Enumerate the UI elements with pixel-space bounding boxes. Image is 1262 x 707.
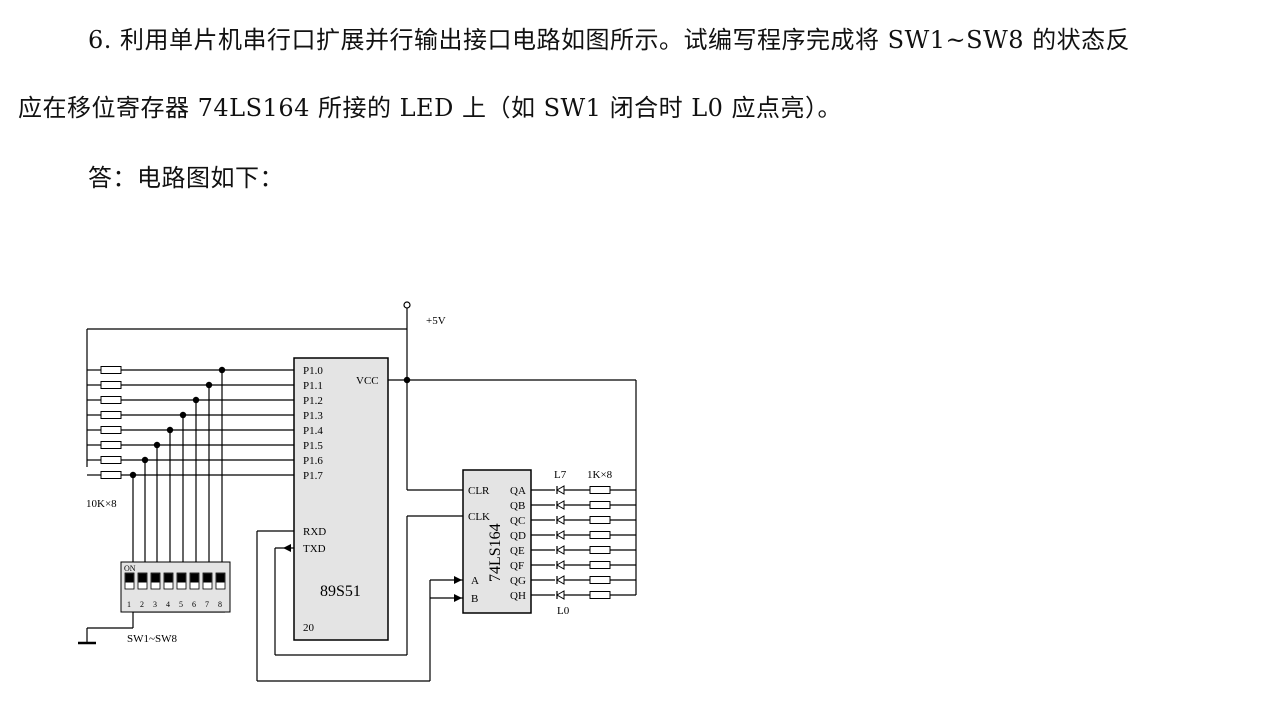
pullup-resistor: [100, 366, 122, 374]
dip-switch-lever: [164, 573, 173, 583]
mcu-port-pin-label: P1.7: [303, 470, 323, 482]
pullup-resistor: [100, 441, 122, 449]
sr-output-label: QD: [510, 530, 526, 542]
led-diode: [555, 590, 565, 600]
led-resistor: [589, 546, 611, 554]
mcu-rxd-label: RXD: [303, 526, 326, 538]
led-resistor: [589, 591, 611, 599]
sr-output-label: QC: [510, 515, 525, 527]
sr-output-label: QE: [510, 545, 525, 557]
dip-switch-lever: [138, 573, 147, 583]
led-resistor: [589, 501, 611, 509]
mcu-txd-label: TXD: [303, 543, 326, 555]
mcu-port-pin-label: P1.3: [303, 410, 323, 422]
mcu-port-pin-label: P1.5: [303, 440, 323, 452]
led-resistor: [589, 561, 611, 569]
led-diode: [555, 545, 565, 555]
supply-label: +5V: [426, 315, 446, 327]
vcc-junction-dot: [403, 376, 411, 384]
mcu-chip: [293, 357, 389, 641]
led-resistor: [589, 516, 611, 524]
led-diode: [555, 515, 565, 525]
mcu-port-pin-label: P1.2: [303, 395, 323, 407]
dip-switch: [120, 561, 231, 613]
mcu-port-pin-label: P1.4: [303, 425, 323, 437]
dip-switch-number: 7: [205, 600, 209, 609]
dip-switch-label: SW1~SW8: [127, 633, 177, 645]
mcu-port-pin-label: P1.0: [303, 365, 323, 377]
dip-switch-number: 1: [127, 600, 131, 609]
sr-output-label: QG: [510, 575, 526, 587]
sr-output-label: QF: [510, 560, 524, 572]
sr-clk-label: CLK: [468, 511, 490, 523]
led-diode: [555, 560, 565, 570]
led-diode: [555, 530, 565, 540]
dip-switch-lever: [177, 573, 186, 583]
dip-switch-lever: [151, 573, 160, 583]
sr-output-label: QA: [510, 485, 526, 497]
mcu-pin20-label: 20: [303, 622, 315, 634]
led-resistor: [589, 531, 611, 539]
dip-switch-lever: [125, 573, 134, 583]
dip-switch-number: 2: [140, 600, 144, 609]
sr-b-label: B: [471, 593, 478, 605]
pullup-resistor: [100, 426, 122, 434]
shift-register-chip: [462, 469, 532, 614]
led-resistor: [589, 486, 611, 494]
question-line-2: 应在移位寄存器 74LS164 所接的 LED 上（如 SW1 闭合时 L0 应…: [18, 94, 843, 122]
sr-output-label: QH: [510, 590, 526, 602]
dip-switch-number: 3: [153, 600, 157, 609]
dip-switch-number: 6: [192, 600, 196, 609]
sr-a-label: A: [471, 575, 479, 587]
dip-switch-number: 4: [166, 600, 170, 609]
led-diode: [555, 575, 565, 585]
question-line-1: 6. 利用单片机串行口扩展并行输出接口电路如图所示。试编写程序完成将 SW1~S…: [88, 26, 1131, 54]
led-resistor: [589, 576, 611, 584]
led-l0-label: L0: [557, 605, 570, 617]
dip-switch-lever: [216, 573, 225, 583]
dip-switch-number: 8: [218, 600, 222, 609]
sr-clr-label: CLR: [468, 485, 490, 497]
answer-intro: 答：电路图如下：: [88, 164, 284, 192]
dip-switch-lever: [190, 573, 199, 583]
pullup-resistor: [100, 456, 122, 464]
mcu-port-pin-label: P1.1: [303, 380, 323, 392]
mcu-vcc-label: VCC: [356, 375, 379, 387]
led-diode: [555, 485, 565, 495]
pullup-label: 10K×8: [86, 498, 117, 510]
pullup-resistor: [100, 381, 122, 389]
mcu-port-pin-label: P1.6: [303, 455, 323, 467]
pullup-resistor: [100, 396, 122, 404]
sr-name: 74LS164: [487, 523, 504, 582]
mcu-name: 89S51: [320, 583, 361, 600]
led-l7-label: L7: [554, 469, 567, 481]
dip-on-label: ON: [124, 564, 136, 573]
pullup-resistor: [100, 471, 122, 479]
led-diode: [555, 500, 565, 510]
dip-switch-lever: [203, 573, 212, 583]
dip-switch-number: 5: [179, 600, 183, 609]
circuit-components: [87, 366, 636, 600]
pullup-resistor: [100, 411, 122, 419]
sr-output-label: QB: [510, 500, 525, 512]
resistor-label: 1K×8: [587, 469, 613, 481]
arrowheads: [283, 544, 462, 602]
